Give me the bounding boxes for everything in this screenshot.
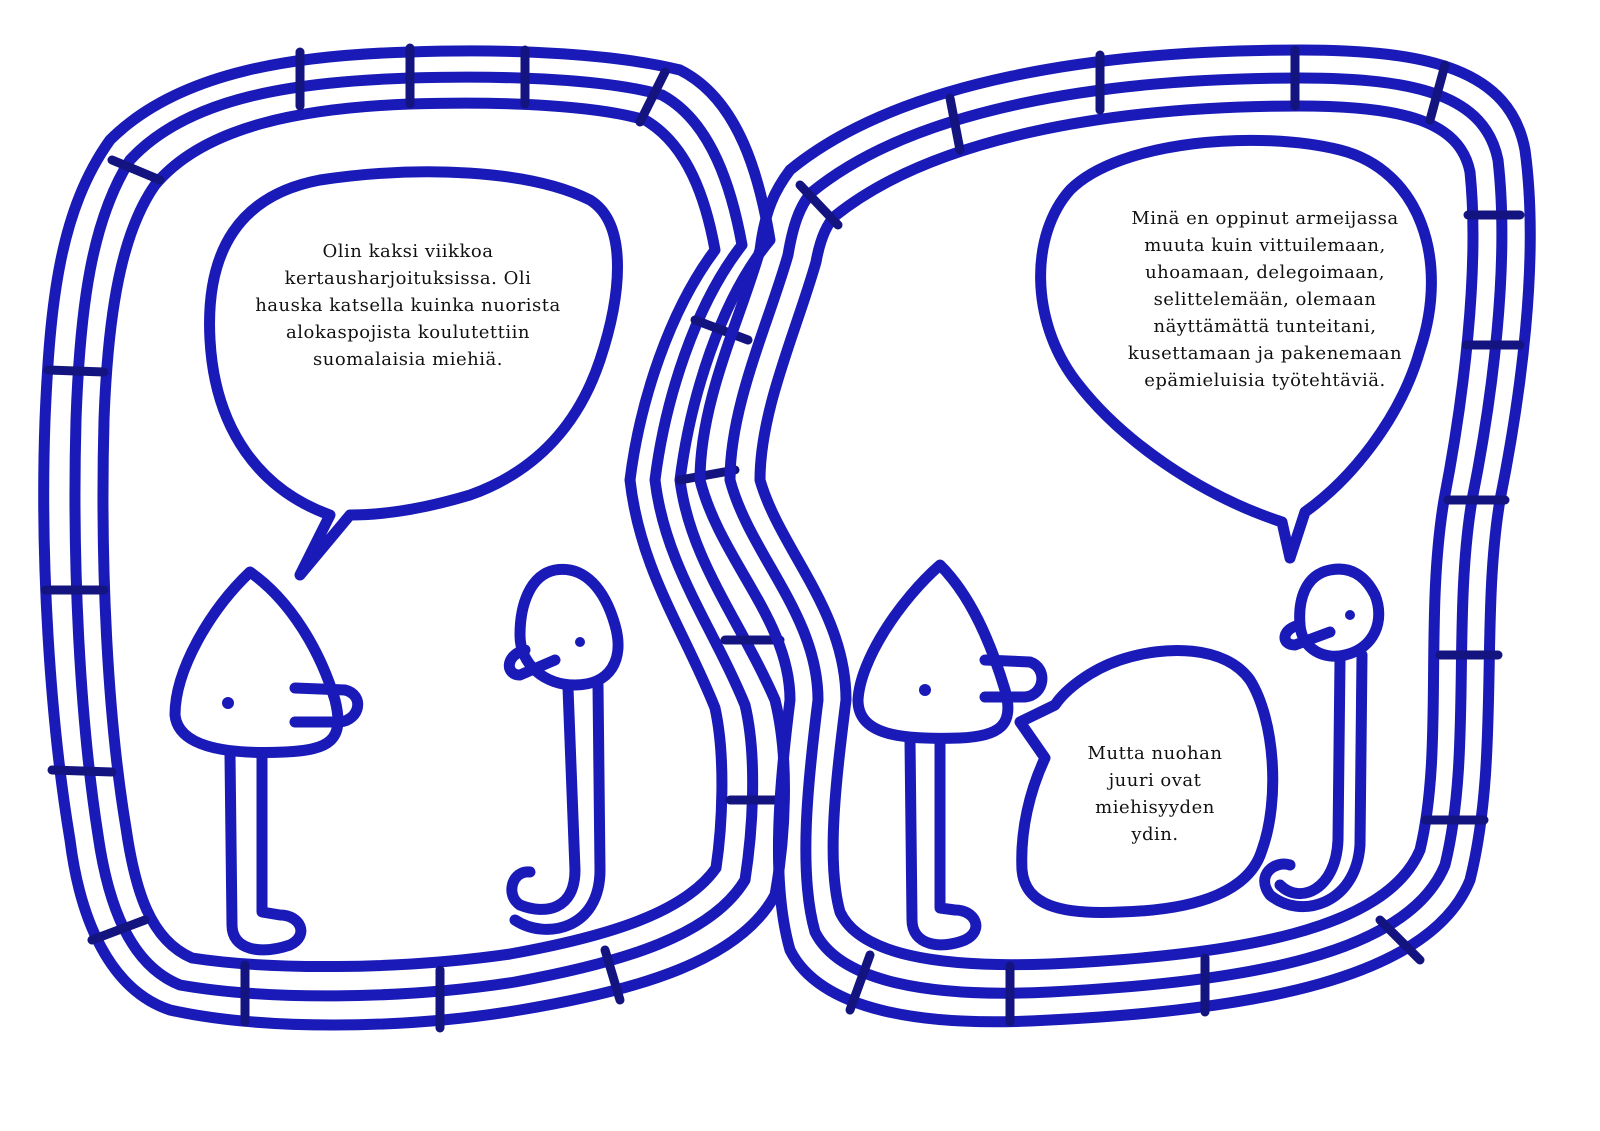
right-frame-middle: [724, 72, 1508, 999]
right-panel-frame: [694, 44, 1536, 1028]
character-cone-head: [169, 566, 344, 758]
character-cone-leg: [224, 749, 307, 956]
left-frame-ties: [40, 43, 787, 1033]
character-hook-hand-right: [1279, 619, 1336, 651]
speech-text-right-bottom: Mutta nuohan juuri ovat miehisyyden ydin…: [1087, 743, 1223, 845]
character-hook-eye-right: [1345, 610, 1355, 620]
speech-bubble-right-bottom: [1014, 644, 1279, 918]
right-frame-ties: [795, 45, 1525, 1027]
left-frame-middle: [69, 71, 759, 1002]
character-cone-hand-right: [979, 654, 1048, 703]
character-hook-eye: [575, 637, 585, 647]
character-hook-body-right: [1259, 649, 1368, 913]
speech-text-right-top: Minä en oppinut armeijassa muuta kuin vi…: [1127, 208, 1403, 391]
character-hook-hand: [503, 644, 561, 681]
character-cone-leg-right: [904, 734, 982, 951]
character-hook-head-right: [1294, 563, 1385, 662]
character-cone-hand: [289, 682, 364, 728]
speech-bubble-right-top: [1035, 134, 1437, 564]
character-cone-head-right: [852, 559, 1014, 744]
character-hook-body: [506, 679, 606, 935]
right-frame-outer: [694, 44, 1536, 1028]
speech-bubble-left: [204, 166, 623, 581]
character-cone-eye: [222, 697, 234, 709]
speech-text-left: Olin kaksi viikkoa kertausharjoituksissa…: [255, 241, 561, 370]
left-panel-frame: [38, 45, 790, 1031]
character-cone-eye-right: [919, 684, 931, 696]
left-frame-inner: [97, 97, 728, 973]
character-hook-head: [514, 563, 624, 691]
right-frame-inner: [754, 100, 1479, 971]
